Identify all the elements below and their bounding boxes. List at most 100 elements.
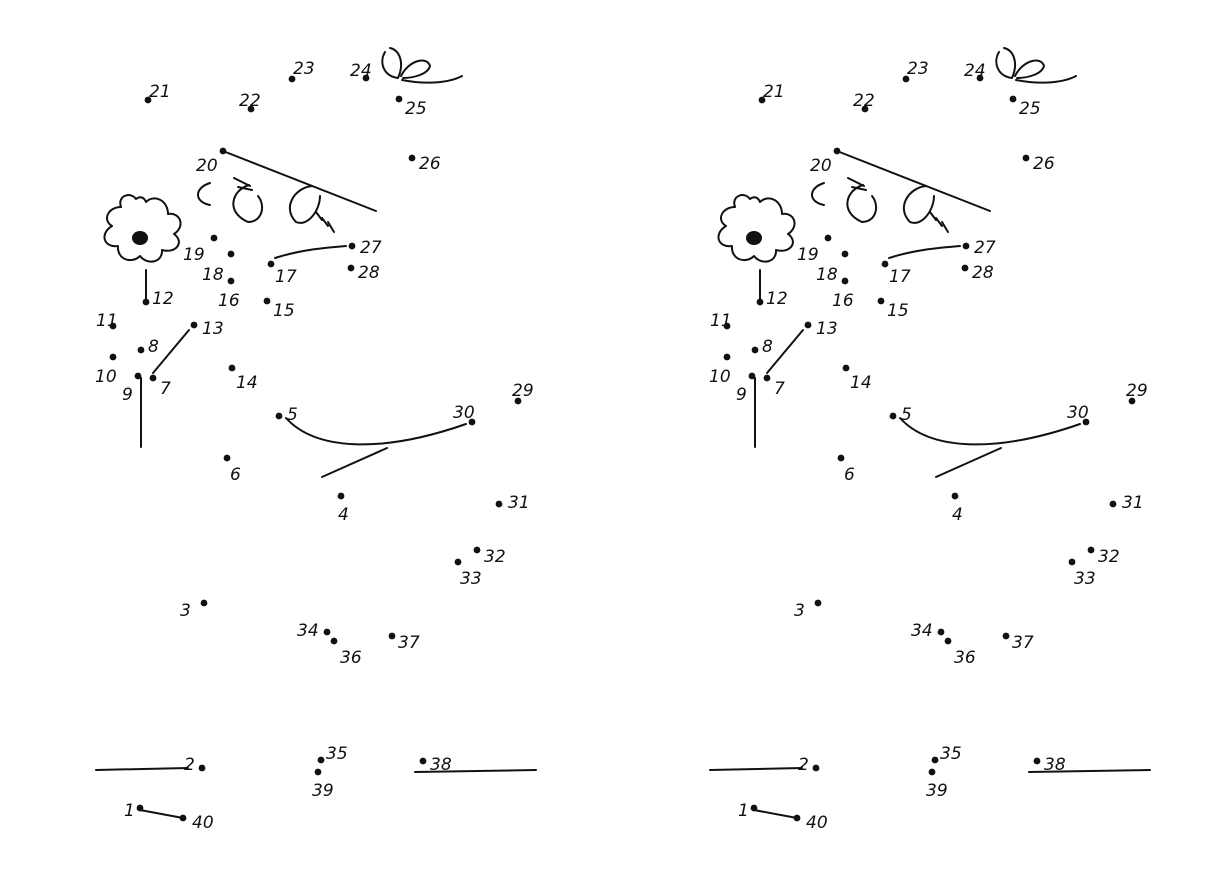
dot-4[interactable]: [951, 492, 959, 500]
dot-label-21: 21: [149, 82, 171, 102]
dot-33[interactable]: [454, 558, 462, 566]
dot-38[interactable]: [1033, 757, 1041, 765]
dot-label-22: 22: [239, 91, 261, 111]
dot-30[interactable]: [468, 418, 476, 426]
dot-17[interactable]: [267, 260, 275, 268]
dot-28[interactable]: [961, 264, 969, 272]
dot-12[interactable]: [142, 298, 150, 306]
dot-22[interactable]: [247, 105, 255, 113]
dot-14[interactable]: [842, 364, 850, 372]
dot-40[interactable]: [793, 814, 801, 822]
dot-32[interactable]: [1087, 546, 1095, 554]
outline-stroke: [232, 184, 264, 223]
dot-11[interactable]: [723, 322, 731, 330]
dot-9[interactable]: [134, 372, 142, 380]
dot-28[interactable]: [347, 264, 355, 272]
dot-5[interactable]: [275, 412, 283, 420]
dot-27[interactable]: [348, 242, 356, 250]
dot-10[interactable]: [723, 353, 731, 361]
dot-20[interactable]: [833, 147, 841, 155]
dot-35[interactable]: [931, 756, 939, 764]
dot-31[interactable]: [1109, 500, 1117, 508]
dot-33[interactable]: [1068, 558, 1076, 566]
dot-label-19: 19: [797, 245, 819, 265]
outline-stroke: [139, 809, 184, 819]
dot-21[interactable]: [758, 96, 766, 104]
dot-39[interactable]: [314, 768, 322, 776]
dot-26[interactable]: [1022, 154, 1030, 162]
dot-7[interactable]: [149, 374, 157, 382]
dot-label-23: 23: [293, 59, 315, 79]
outline-stroke: [152, 329, 190, 374]
dot-13[interactable]: [804, 321, 812, 329]
outline-stroke: [414, 769, 537, 773]
dot-label-14: 14: [236, 373, 258, 393]
outline-stroke: [197, 182, 211, 206]
dot-17[interactable]: [881, 260, 889, 268]
dot-14[interactable]: [228, 364, 236, 372]
dot-23[interactable]: [902, 75, 910, 83]
dot-4[interactable]: [337, 492, 345, 500]
dot-40[interactable]: [179, 814, 187, 822]
dot-13[interactable]: [190, 321, 198, 329]
dot-7[interactable]: [763, 374, 771, 382]
dot-34[interactable]: [937, 628, 945, 636]
dot-8[interactable]: [751, 346, 759, 354]
dot-12[interactable]: [756, 298, 764, 306]
dot-24[interactable]: [362, 74, 370, 82]
dot-19[interactable]: [210, 234, 218, 242]
dot-label-25: 25: [405, 99, 427, 119]
dot-36[interactable]: [330, 637, 338, 645]
dot-18[interactable]: [227, 250, 235, 258]
dot-16[interactable]: [227, 277, 235, 285]
dot-label-19: 19: [183, 245, 205, 265]
dot-2[interactable]: [198, 764, 206, 772]
dot-6[interactable]: [837, 454, 845, 462]
dot-label-1: 1: [738, 801, 749, 821]
dot-32[interactable]: [473, 546, 481, 554]
dot-label-24: 24: [350, 61, 372, 81]
dot-34[interactable]: [323, 628, 331, 636]
dot-29[interactable]: [1128, 397, 1136, 405]
dot-30[interactable]: [1082, 418, 1090, 426]
dot-3[interactable]: [200, 599, 208, 607]
dot-9[interactable]: [748, 372, 756, 380]
dot-37[interactable]: [1002, 632, 1010, 640]
dot-38[interactable]: [419, 757, 427, 765]
dot-3[interactable]: [814, 599, 822, 607]
dot-23[interactable]: [288, 75, 296, 83]
dot-10[interactable]: [109, 353, 117, 361]
dot-31[interactable]: [495, 500, 503, 508]
dot-22[interactable]: [861, 105, 869, 113]
dot-6[interactable]: [223, 454, 231, 462]
dot-1[interactable]: [136, 804, 144, 812]
dot-18[interactable]: [841, 250, 849, 258]
dot-15[interactable]: [877, 297, 885, 305]
dot-label-39: 39: [926, 781, 948, 801]
dot-16[interactable]: [841, 277, 849, 285]
dot-36[interactable]: [944, 637, 952, 645]
dot-21[interactable]: [144, 96, 152, 104]
outline-stroke: [233, 177, 253, 191]
dot-5[interactable]: [889, 412, 897, 420]
dot-19[interactable]: [824, 234, 832, 242]
dot-35[interactable]: [317, 756, 325, 764]
outline-stroke: [1014, 59, 1045, 79]
dot-2[interactable]: [812, 764, 820, 772]
dot-20[interactable]: [219, 147, 227, 155]
dot-27[interactable]: [962, 242, 970, 250]
dot-15[interactable]: [263, 297, 271, 305]
dot-label-31: 31: [508, 493, 530, 513]
dot-26[interactable]: [408, 154, 416, 162]
dot-29[interactable]: [514, 397, 522, 405]
dot-label-9: 9: [122, 385, 133, 405]
dot-39[interactable]: [928, 768, 936, 776]
dot-1[interactable]: [750, 804, 758, 812]
dot-25[interactable]: [1009, 95, 1017, 103]
dot-24[interactable]: [976, 74, 984, 82]
dot-11[interactable]: [109, 322, 117, 330]
dot-8[interactable]: [137, 346, 145, 354]
dot-25[interactable]: [395, 95, 403, 103]
dot-37[interactable]: [388, 632, 396, 640]
